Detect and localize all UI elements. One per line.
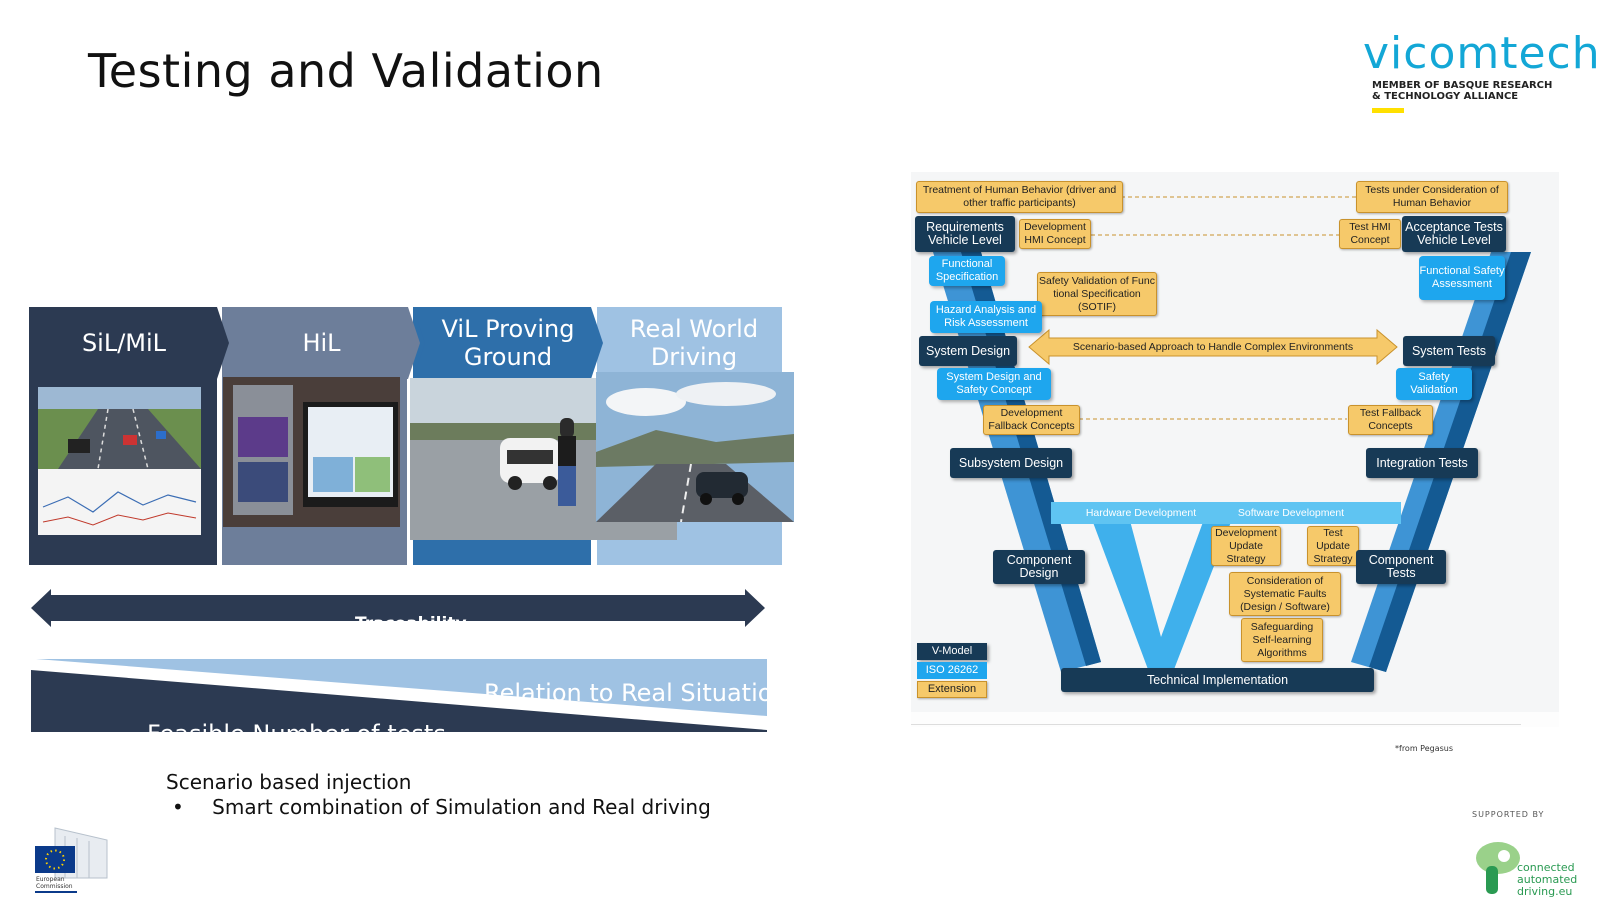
vm-test-fallback: Test Fallback Concepts [1348,405,1433,435]
vm-comp-design: Component Design [993,550,1085,584]
vm-tech-impl: Technical Implementation [1061,668,1374,692]
sil-simulation-image [38,387,201,535]
vm-test-hmi: Test HMI Concept [1339,219,1401,249]
cad-line2: automated [1517,873,1578,886]
vicomtech-logo: vicomtech [1363,28,1600,79]
logo-tagline-line1: MEMBER OF BASQUE RESEARCH [1372,80,1553,91]
vm-hazard: Hazard Analysis and Risk Assessment [930,301,1042,333]
hil-test-rig-image [223,377,400,527]
vm-dev-hmi: Development HMI Concept [1019,219,1091,249]
stage-label-real: Real World Driving [629,315,759,371]
traceability-label: Traceability [355,614,467,634]
cad-logo-text: connected automated driving.eu [1517,862,1577,898]
body-text: Scenario based injection • Smart combina… [166,770,711,820]
vm-test-update: Test Update Strategy [1307,526,1359,566]
vm-dev-fallback: Development Fallback Concepts [983,405,1080,435]
body-line-2: Smart combination of Simulation and Real… [212,795,711,819]
cad-line1: connected [1517,861,1575,874]
logo-tagline-line2: & TECHNOLOGY ALLIANCE [1372,91,1519,102]
reference-note: *from Pegasus [1395,744,1454,753]
body-line-1: Scenario based injection [166,770,412,794]
v-model-baseline [911,724,1521,725]
vm-func-safety: Functional Safety Assessment [1419,256,1505,300]
vm-systematic: Consideration of Systematic Faults (Desi… [1229,572,1341,616]
bullet-glyph: • [172,795,184,819]
vm-dev-update: Development Update Strategy [1211,526,1281,566]
real-world-driving-image [596,372,794,522]
cad-line3: driving.eu [1517,885,1573,898]
stage-label-vil: ViL Proving Ground [441,315,575,371]
feasible-wedge [31,670,767,732]
stage-label-hil: HiL [302,329,341,357]
feasible-label: Feasible Number of tests [147,720,446,748]
vm-system-tests: System Tests [1403,336,1495,366]
vm-func-spec: Functional Specification [929,256,1005,286]
vm-sotif: Safety Validation of Func tional Specifi… [1037,272,1157,316]
ec-label-line1: European [36,876,65,883]
vm-subsystem: Subsystem Design [950,448,1072,478]
page-title: Testing and Validation [88,44,604,98]
vm-scenario: Scenario-based Approach to Handle Comple… [1072,340,1354,353]
traceability-arrow [31,589,765,627]
vm-sw-dev: Software Development [1237,506,1345,519]
vm-safety-validation: Safety Validation [1396,368,1472,400]
vm-legend-iso: ISO 26262 [917,662,987,679]
vm-system-design: System Design [919,336,1017,366]
european-commission-logo [35,827,108,879]
vm-requirements: Requirements Vehicle Level [915,216,1015,252]
vm-sd-safety: System Design and Safety Concept [937,368,1051,400]
vm-top-right: Tests under Consideration of Human Behav… [1356,181,1508,213]
testing-stages-panel: SiL/MiL HiL ViL Proving Ground Real Worl… [29,307,814,567]
relation-wedge [36,659,767,716]
ec-label-line2: Commission [36,883,73,890]
vm-safeguarding: Safeguarding Self-learning Algorithms [1241,618,1323,662]
v-model-diagram: Treatment of Human Behavior (driver and … [911,172,1559,727]
cad-logo-icon [1476,842,1520,894]
logo-tagline: MEMBER OF BASQUE RESEARCH & TECHNOLOGY A… [1372,80,1572,102]
vm-legend-extension: Extension [917,681,987,698]
vm-integration: Integration Tests [1366,448,1478,478]
logo-accent-bar [1372,108,1404,113]
supported-by-label: SUPPORTED BY [1472,810,1545,819]
ec-underline [35,891,77,893]
body-bullet-line: • Smart combination of Simulation and Re… [166,795,711,820]
stage-label-sil: SiL/MiL [81,329,167,357]
vm-legend-vmodel: V-Model [917,643,987,660]
relation-label: Relation to Real Situations [484,679,801,707]
chevron-sil [29,307,229,379]
vm-hw-dev: Hardware Development [1085,506,1197,519]
chevron-real [597,307,782,379]
stage-chevrons [29,307,782,379]
vm-top-left: Treatment of Human Behavior (driver and … [916,181,1123,213]
chevron-vil [413,307,603,379]
chevron-hil [222,307,420,379]
vm-comp-tests: Component Tests [1356,550,1446,584]
ec-label: European Commission [36,876,73,890]
vm-acceptance: Acceptance Tests Vehicle Level [1402,216,1506,252]
